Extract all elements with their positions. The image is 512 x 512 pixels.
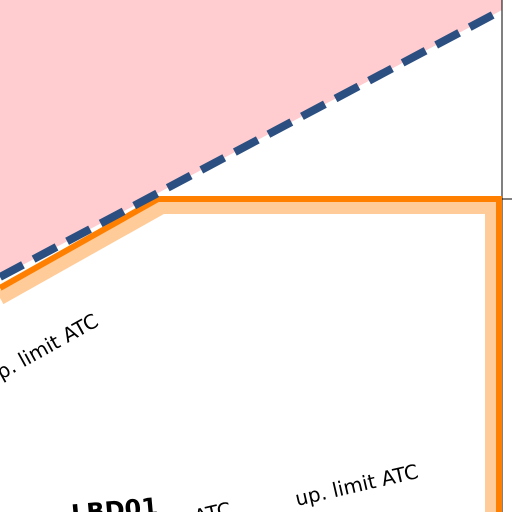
dashed-boundary-line <box>0 6 504 281</box>
domain-outline <box>0 196 502 512</box>
infeasible-region <box>0 0 502 277</box>
domain-outline-light-band <box>0 200 499 512</box>
element-id-label: LBD01 <box>70 493 159 512</box>
atc-upper-limit-label-left: up. limit ATC <box>0 309 102 391</box>
atc-partial-label: ATC <box>192 497 234 512</box>
atc-upper-limit-label-right: up. limit ATC <box>293 459 421 511</box>
